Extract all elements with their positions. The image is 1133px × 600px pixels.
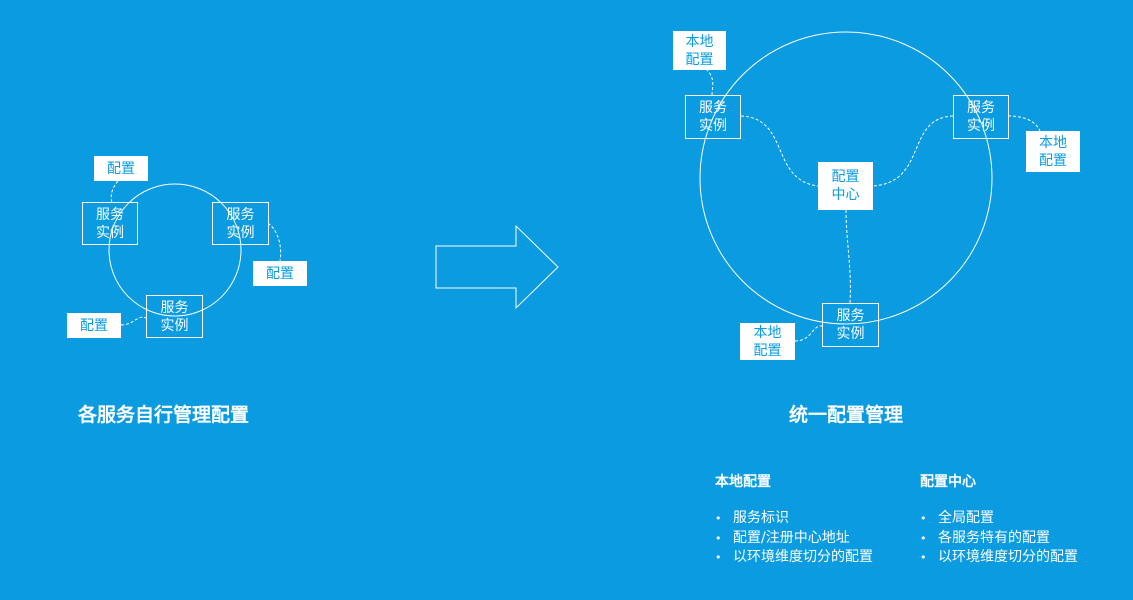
- left-config-1: 配置: [94, 156, 148, 181]
- list-item: 配置/注册中心地址: [715, 529, 873, 549]
- list-item: 以环境维度切分的配置: [920, 548, 1078, 568]
- right-service-instance-1: 服务实例: [685, 95, 741, 139]
- right-service-instance-3: 服务实例: [822, 303, 879, 347]
- left-ring: [108, 183, 242, 317]
- legend-local-title: 本地配置: [715, 474, 771, 490]
- left-diagram-caption: 各服务自行管理配置: [78, 404, 250, 426]
- right-service-instance-2: 服务实例: [953, 95, 1009, 139]
- right-diagram-caption: 统一配置管理: [789, 404, 904, 426]
- right-local-config-3: 本地配置: [740, 323, 795, 360]
- list-item: 各服务特有的配置: [920, 529, 1078, 549]
- right-local-config-2: 本地配置: [1026, 131, 1080, 172]
- left-connector-3: [120, 316, 147, 326]
- left-service-instance-2: 服务实例: [212, 202, 269, 245]
- right-local-connector-2: [1007, 115, 1041, 132]
- left-connector-2: [267, 222, 282, 262]
- list-item: 服务标识: [715, 509, 873, 529]
- right-ring: [699, 31, 993, 325]
- legend-center-list: 全局配置 各服务特有的配置 以环境维度切分的配置: [920, 509, 1078, 568]
- right-local-config-1: 本地配置: [673, 31, 726, 70]
- transition-arrow-icon: [435, 224, 559, 310]
- legend-local-list: 服务标识 配置/注册中心地址 以环境维度切分的配置: [715, 509, 873, 568]
- right-connector-bottom: [845, 209, 851, 304]
- right-connector-right: [872, 115, 954, 187]
- right-local-connector-1: [705, 68, 714, 96]
- config-center-box: 配置中心: [818, 162, 873, 210]
- left-config-3: 配置: [67, 313, 121, 338]
- left-config-2: 配置: [253, 261, 307, 286]
- list-item: 全局配置: [920, 509, 1078, 529]
- right-connector-left: [740, 115, 819, 187]
- left-connector-1: [110, 180, 119, 204]
- right-local-connector-3: [794, 325, 823, 342]
- left-service-instance-1: 服务实例: [82, 202, 138, 245]
- left-service-instance-3: 服务实例: [146, 295, 203, 338]
- legend-center-title: 配置中心: [920, 474, 976, 490]
- list-item: 以环境维度切分的配置: [715, 548, 873, 568]
